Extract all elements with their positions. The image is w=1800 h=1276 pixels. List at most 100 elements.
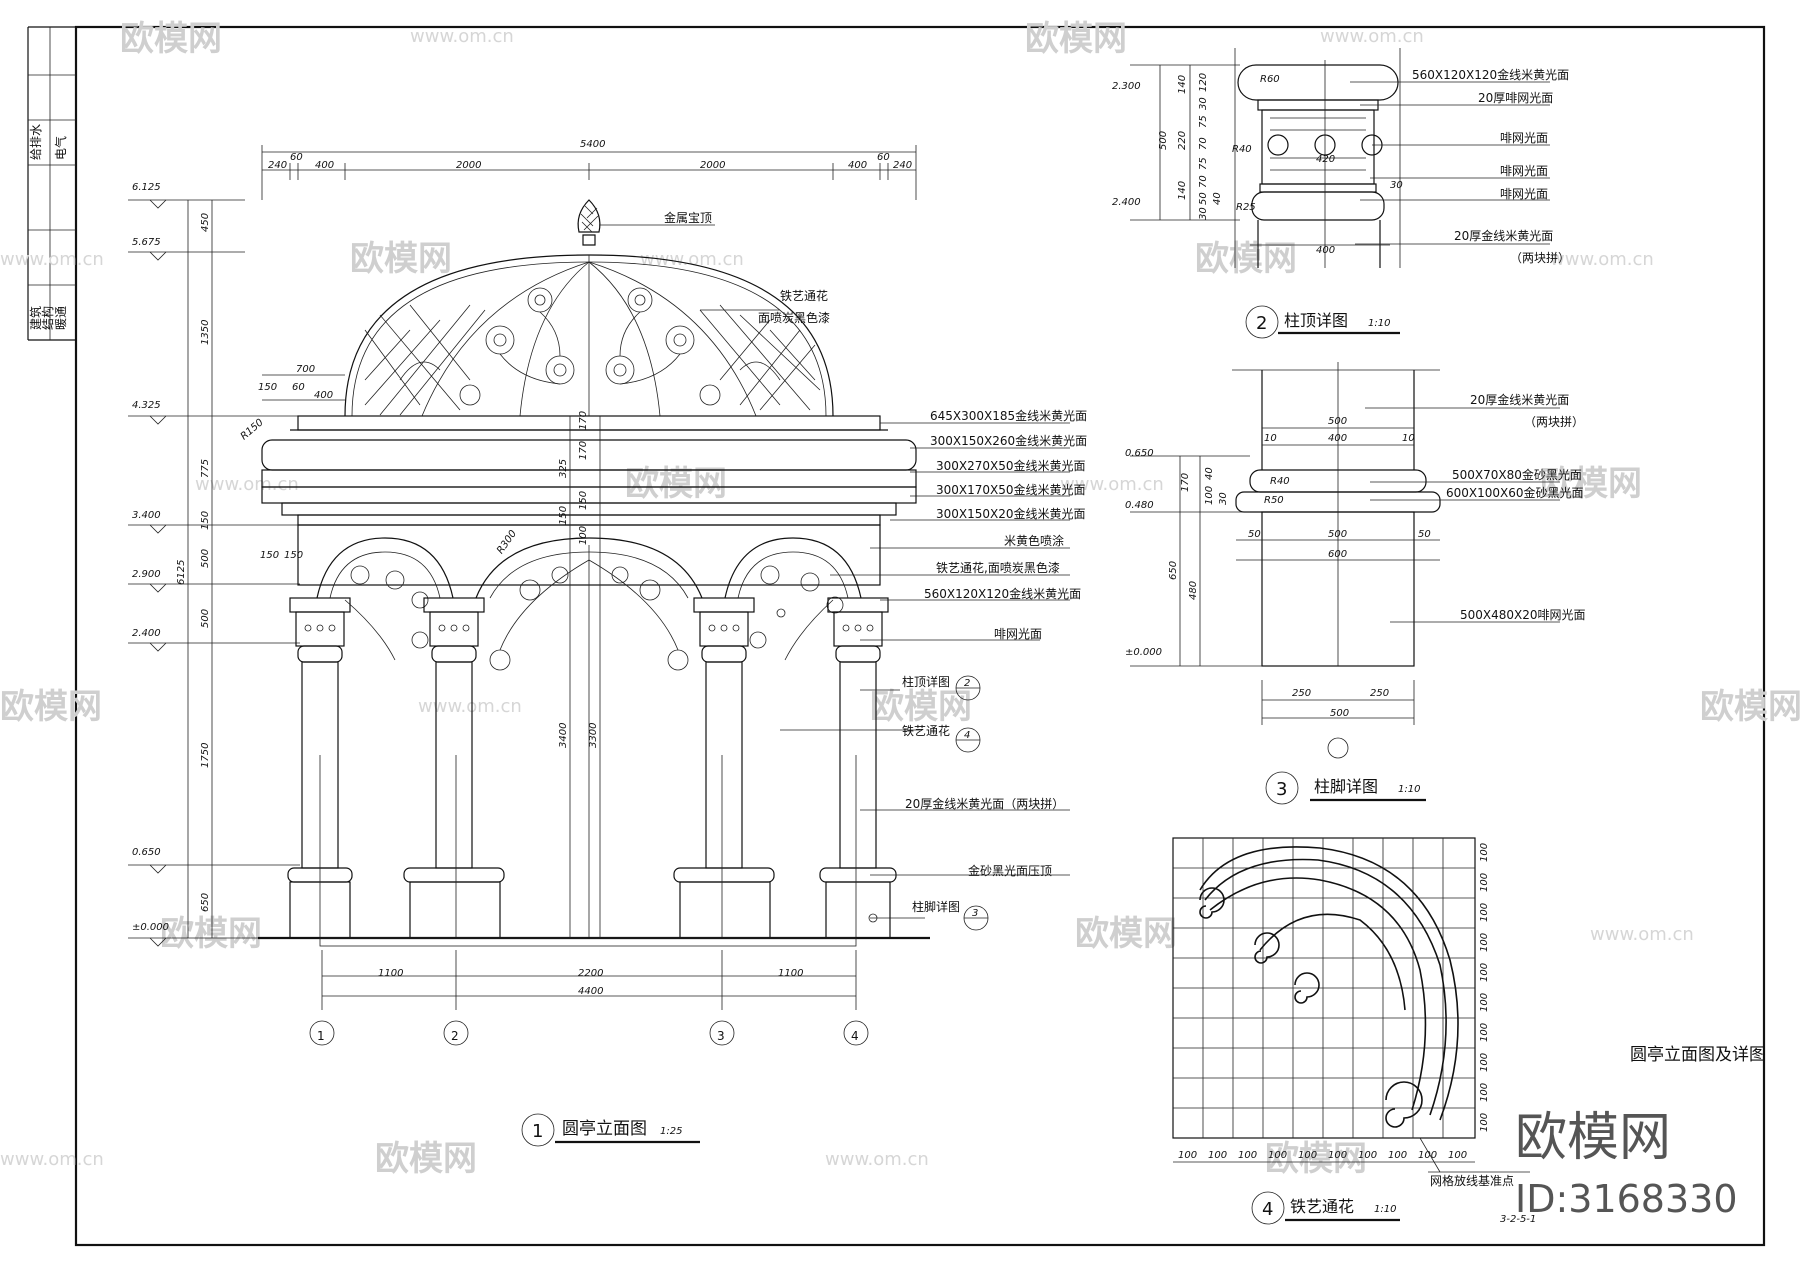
detail4-index: 4 <box>1262 1199 1273 1220</box>
level-text: 2.300 <box>1112 81 1141 92</box>
dim-text: 400 <box>315 160 334 171</box>
title-index-bubble <box>1265 771 1299 805</box>
ref-number: 2 <box>964 678 970 689</box>
grille-grid <box>1173 838 1475 1138</box>
watermark-brand: 欧模网 <box>1025 19 1127 59</box>
cornice-band <box>261 439 917 471</box>
watermark-brand: 欧模网 <box>870 687 972 727</box>
callout-label: 金砂黑光面压顶 <box>968 863 1052 878</box>
dim-text: 3400 <box>558 723 569 748</box>
arch <box>316 537 454 599</box>
arch-scrollwork <box>344 545 844 938</box>
grid-label: 100 <box>1479 1083 1490 1102</box>
dome-scrollwork <box>399 287 781 406</box>
dim-text: 2000 <box>700 160 725 171</box>
detail-column-cap: 2.300 2.400 140 500 140 120 30 75 220 70… <box>1112 48 1570 339</box>
grid-label: 100 <box>1328 1150 1347 1161</box>
level-text: 3.400 <box>132 510 161 521</box>
callout-leaders <box>1350 81 1550 245</box>
grid-label: 100 <box>1178 1150 1197 1161</box>
watermark-brand: 欧模网 <box>1540 464 1642 504</box>
dim-text: R150 <box>239 417 266 442</box>
level-text: 2.400 <box>132 628 161 639</box>
detail-iron-grille: 100 100 100 100 100 100 100 100 100 100 … <box>1172 837 1530 1225</box>
dim-text: 1350 <box>200 320 211 345</box>
grid-label: 100 <box>1418 1150 1437 1161</box>
watermark-url: www.om.cn <box>410 26 514 47</box>
callout-label: 300X150X260金线米黄光面 <box>930 433 1087 448</box>
dim-text: 100 <box>578 526 589 545</box>
grid-label: 100 <box>1479 933 1490 952</box>
dim-text: 170 <box>1180 473 1191 492</box>
dim-text: 150 <box>200 511 211 530</box>
dim-text: 3300 <box>588 723 599 748</box>
dim-text: 150 <box>558 506 569 525</box>
watermark-url: www.om.cn <box>0 249 104 270</box>
drawing-number: 3-2-5-1 <box>1500 1214 1536 1225</box>
dim-text: 60 <box>292 382 305 393</box>
dim-text: 30 <box>1218 492 1229 505</box>
title-index-bubble <box>1245 305 1279 339</box>
column <box>673 597 775 939</box>
dim-text: 120 <box>1198 73 1209 92</box>
callout-label: 300X170X50金线米黄光面 <box>936 482 1086 497</box>
callout-label: 铁艺通花 <box>902 723 950 738</box>
dim-text: 100 <box>1204 486 1215 505</box>
dim-text: 10 <box>1264 433 1277 444</box>
dim-text: 1100 <box>778 968 803 979</box>
grid-label: 100 <box>1479 843 1490 862</box>
watermark-url: www.om.cn <box>1550 249 1654 270</box>
dim-text: 400 <box>1316 245 1335 256</box>
callout-label: 啡网光面 <box>994 627 1042 641</box>
watermark-brand: 欧模网 <box>0 687 102 727</box>
watermark-id: ID:3168330 <box>1515 1177 1738 1221</box>
level-text: 2.900 <box>132 569 161 580</box>
grid-label: 100 <box>1208 1150 1227 1161</box>
callout-label: 300X270X50金线米黄光面 <box>936 458 1086 473</box>
title-block-item: 暖通 <box>54 306 68 330</box>
watermark-big-brand: 欧模网 <box>1515 1108 1671 1168</box>
dim-text: 150 <box>258 382 277 393</box>
dim-text: 500 <box>1328 529 1347 540</box>
grid-labels-right: 100 100 100 100 100 100 100 100 100 100 <box>1479 843 1490 1132</box>
grid-label: 100 <box>1238 1150 1257 1161</box>
dim-text: 170 <box>578 411 589 430</box>
dim-text: 775 <box>200 459 211 478</box>
grid-label: 100 <box>1448 1150 1467 1161</box>
title-block-item: 建筑 <box>28 306 43 330</box>
level-text: 5.675 <box>132 237 161 248</box>
dim-text: 500 <box>1328 416 1347 427</box>
arch <box>475 537 703 599</box>
drawing-title: 圆亭立面图及详图 <box>1630 1045 1766 1065</box>
column <box>819 597 897 939</box>
watermark-url: www.om.cn <box>1590 924 1694 945</box>
dim-text: 450 <box>200 213 211 232</box>
callout-label: 铁艺通花,面喷炭黑色漆 <box>936 560 1060 575</box>
callout-label: 米黄色喷涂 <box>1004 533 1064 548</box>
detail2-index: 2 <box>1256 313 1267 334</box>
dim-text: 30 <box>1390 180 1403 191</box>
callout-label: 20厚金线米黄光面 <box>1454 228 1553 243</box>
dim-text: 60 <box>877 152 890 163</box>
dim-text: 1750 <box>200 743 211 768</box>
axis-label: 3 <box>717 1029 725 1043</box>
level-text: 0.650 <box>1125 448 1154 459</box>
dim-text: 250 <box>1370 688 1389 699</box>
dim-text: 220 <box>1177 131 1188 150</box>
detail-reference-marks: 2 4 3 <box>776 608 989 931</box>
callout-label: 560X120X120金线米黄光面 <box>1412 67 1569 82</box>
watermark-brand: 欧模网 <box>1075 914 1177 954</box>
dim-text: 600 <box>1328 549 1347 560</box>
dim-text: 50 <box>1248 529 1261 540</box>
dim-text: 75 <box>1198 115 1209 128</box>
elevation-index: 1 <box>532 1121 543 1142</box>
dim-text: 650 <box>200 893 211 912</box>
dim-text: R300 <box>495 528 519 556</box>
detail3-index: 3 <box>1276 779 1287 800</box>
watermark-url: www.om.cn <box>418 696 522 717</box>
dim-text: R60 <box>1260 74 1280 85</box>
dim-text: 400 <box>848 160 867 171</box>
dim-text: 40 <box>1212 192 1223 205</box>
callout-label: 铁艺通花 <box>780 288 828 303</box>
callout-label: 20厚金线米黄光面 <box>1470 392 1569 407</box>
